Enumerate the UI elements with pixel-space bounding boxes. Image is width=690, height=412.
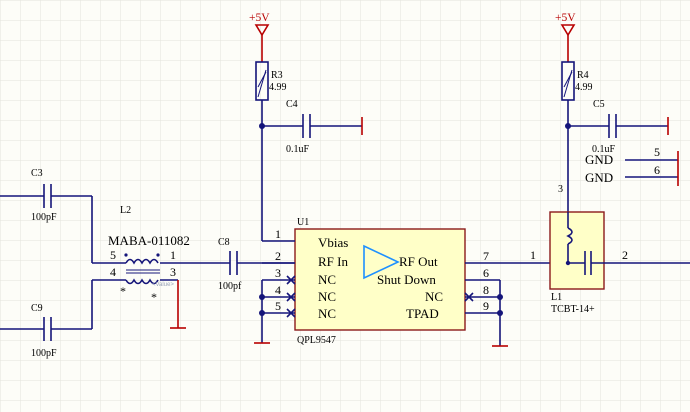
c8-ref: C8 xyxy=(218,237,230,248)
u1-label-rf-in: RF In xyxy=(318,254,348,269)
amplifier-u1: U1 QPL9547 1 2 3 4 5 Vbias RF In NC NC N… xyxy=(254,217,550,347)
l2-ref: L2 xyxy=(120,205,131,216)
c8-value: 100pf xyxy=(218,281,242,292)
capacitor-c5: C5 0.1uF xyxy=(568,99,669,155)
c4-ref: C4 xyxy=(286,99,298,110)
r3-value: 4.99 xyxy=(269,82,287,93)
l2-pin3: 3 xyxy=(170,265,176,279)
u1-part: QPL9547 xyxy=(297,335,336,346)
u1-pin2: 2 xyxy=(275,249,281,263)
c3-ref: C3 xyxy=(31,168,43,179)
l1-ref: L1 xyxy=(551,292,562,303)
c9-ref: C9 xyxy=(31,303,43,314)
u1-pin8: 8 xyxy=(483,283,489,297)
gnd-pin-5: 5 xyxy=(654,145,660,159)
c5-ref: C5 xyxy=(593,99,605,110)
c9-value: 100pF xyxy=(31,348,57,359)
power-label-right: +5V xyxy=(555,12,576,24)
u1-label-vbias: Vbias xyxy=(318,235,348,250)
r4-value: 4.99 xyxy=(575,82,593,93)
u1-ref: U1 xyxy=(297,217,309,228)
power-port-right: +5V xyxy=(555,12,576,62)
c3-value: 100pF xyxy=(31,212,57,223)
u1-pin3: 3 xyxy=(275,266,281,280)
u1-label-rf-out: RF Out xyxy=(399,254,438,269)
balun-l2: L2 MABA-011082 5 1 4 3 * * <Value> xyxy=(92,205,230,329)
u1-pin7: 7 xyxy=(483,249,489,263)
l2-dot-2: * xyxy=(151,290,157,304)
u1-pin6: 6 xyxy=(483,266,489,280)
r4-ref: R4 xyxy=(577,70,589,81)
gnd-connector: GND GND 5 6 xyxy=(585,145,679,186)
u1-label-tpad: TPAD xyxy=(406,306,439,321)
l1-pin2: 2 xyxy=(622,248,628,262)
gnd-label-2: GND xyxy=(585,170,613,185)
power-label-left: +5V xyxy=(249,12,270,24)
u1-pin9: 9 xyxy=(483,299,489,313)
r3-ref: R3 xyxy=(271,70,283,81)
c4-value: 0.1uF xyxy=(286,144,310,155)
u1-pin4: 4 xyxy=(275,283,281,297)
l2-pin4: 4 xyxy=(110,265,116,279)
l1-pin3: 3 xyxy=(558,184,563,195)
capacitor-c9: C9 100pF xyxy=(0,303,92,359)
c5-value: 0.1uF xyxy=(592,144,616,155)
bias-tee-l1: L1 TCBT-14+ 1 2 xyxy=(530,211,690,315)
l2-part: MABA-011082 xyxy=(108,233,190,248)
l2-dot-1: * xyxy=(120,284,126,298)
l2-faint-value: <Value> xyxy=(152,282,174,288)
u1-label-nc3: NC xyxy=(318,306,336,321)
gnd-label-1: GND xyxy=(585,152,613,167)
u1-pin1: 1 xyxy=(275,227,281,241)
u1-label-shutdown: Shut Down xyxy=(377,272,436,287)
gnd-pin-6: 6 xyxy=(654,163,660,177)
l2-pin5: 5 xyxy=(110,248,116,262)
l1-pin1: 1 xyxy=(530,248,536,262)
u1-label-nc4: NC xyxy=(425,289,443,304)
power-port-left: +5V xyxy=(249,12,270,62)
u1-label-nc2: NC xyxy=(318,289,336,304)
capacitor-c3: C3 100pF xyxy=(0,168,92,223)
l2-pin1: 1 xyxy=(170,248,176,262)
u1-label-nc1: NC xyxy=(318,272,336,287)
capacitor-c4: C4 0.1uF xyxy=(262,99,363,155)
amplifier-triangle-icon xyxy=(363,244,400,280)
l1-part: TCBT-14+ xyxy=(551,304,595,315)
u1-pin5: 5 xyxy=(275,299,281,313)
